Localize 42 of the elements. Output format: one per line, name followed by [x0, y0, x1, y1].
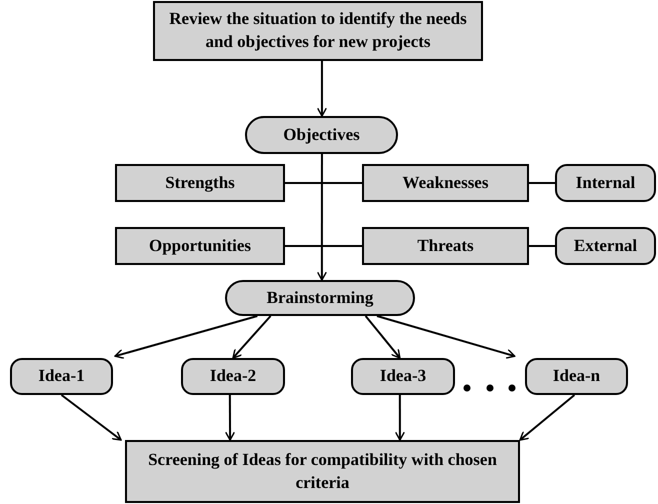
swot-box	[115, 227, 285, 265]
arrow	[60, 394, 122, 441]
swot-box	[115, 164, 285, 202]
connector-line	[285, 182, 362, 184]
objective-pill	[245, 116, 398, 154]
idea-box	[10, 358, 113, 395]
process-box	[153, 1, 483, 61]
node-label: Weaknesses	[402, 172, 488, 194]
node-label: Idea-n	[552, 365, 600, 388]
node-label: Idea-3	[380, 365, 426, 388]
arrow	[232, 315, 272, 359]
category-box	[555, 227, 656, 265]
idea-box	[351, 358, 455, 395]
arrow	[519, 394, 576, 441]
node-label: Opportunities	[148, 234, 252, 257]
arrow	[316, 154, 328, 281]
connector-line	[285, 245, 362, 247]
arrow	[316, 61, 328, 117]
arrow	[376, 315, 516, 359]
arrow	[224, 395, 236, 441]
node-label: Review the situation to identify the needs and objectives for new projects	[168, 8, 468, 53]
node-label: Screening of Ideas for compatibility with chosen criteria	[147, 448, 498, 494]
node-label: Strengths	[165, 172, 235, 194]
node-label: Internal	[576, 172, 636, 194]
process-box	[125, 440, 520, 503]
swot-box	[362, 164, 529, 202]
idea-box	[181, 358, 285, 395]
node-label: External	[574, 234, 638, 257]
arrow	[394, 395, 406, 441]
category-box	[555, 164, 656, 202]
idea-box	[525, 358, 628, 395]
node-label: Idea-1	[38, 365, 85, 388]
node-label: Idea-2	[210, 365, 256, 388]
process-pill	[225, 280, 415, 316]
connector-line	[529, 182, 555, 184]
arrow	[364, 315, 401, 359]
swot-box	[362, 227, 529, 265]
node-label: Threats	[417, 234, 474, 257]
node-label: Objectives	[283, 124, 360, 146]
node-label: Brainstorming	[266, 286, 374, 309]
connector-line	[529, 245, 555, 247]
arrow	[114, 315, 258, 359]
